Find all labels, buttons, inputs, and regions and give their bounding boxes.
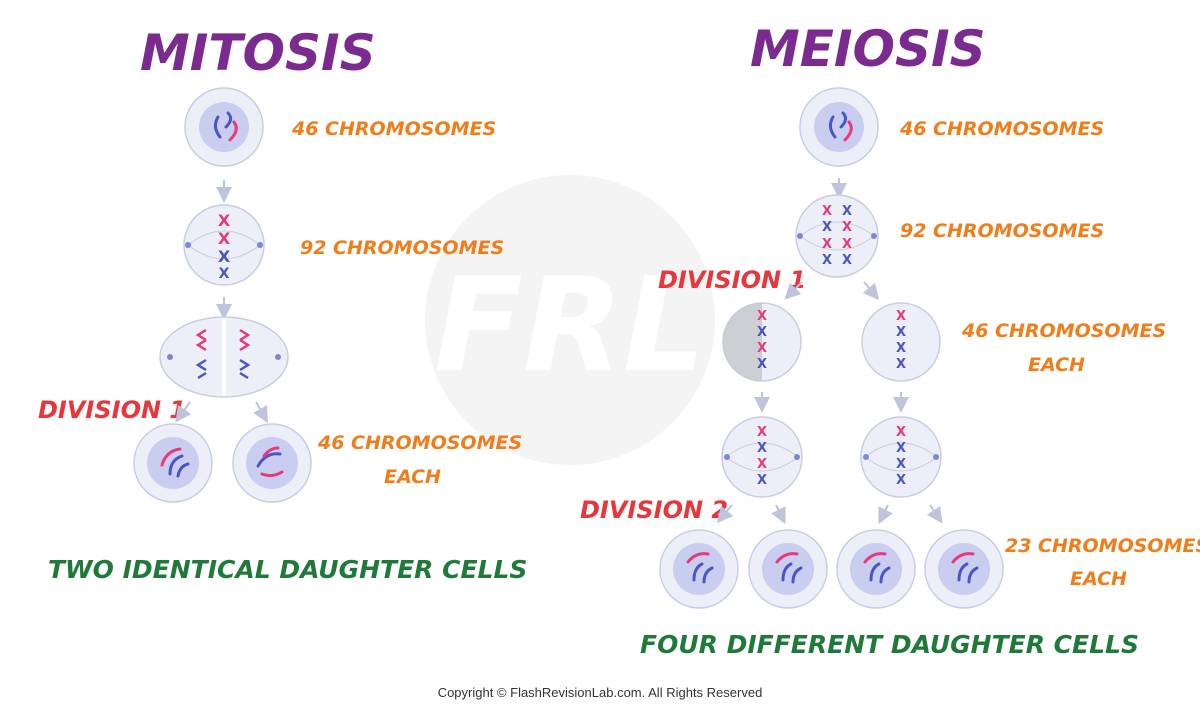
svg-text:X: X xyxy=(822,204,832,219)
svg-text:X: X xyxy=(896,473,906,488)
svg-text:X: X xyxy=(896,457,906,472)
svg-text:X: X xyxy=(896,309,906,324)
meiosis-label-each-2: EACH xyxy=(1028,354,1085,376)
svg-text:X: X xyxy=(757,457,767,472)
svg-text:X: X xyxy=(757,425,767,440)
meiosis-arrow-4d xyxy=(926,504,943,524)
meiosis-daughter-cell-4 xyxy=(924,529,1004,609)
svg-text:X: X xyxy=(896,325,906,340)
meiosis-title: MEIOSIS xyxy=(750,20,986,78)
svg-text:X: X xyxy=(757,473,767,488)
svg-text:X: X xyxy=(842,220,852,235)
meiosis-arrow-4c xyxy=(878,504,893,525)
meiosis-division-1: DIVISION 1 xyxy=(658,266,806,294)
mitosis-title: MITOSIS xyxy=(140,24,376,82)
mitosis-arrow-3b xyxy=(253,401,268,423)
svg-text:X: X xyxy=(896,441,906,456)
meiosis-label-92: 92 CHROMOSOMES xyxy=(900,220,1104,242)
svg-text:X: X xyxy=(757,357,767,372)
meiosis-division-2: DIVISION 2 xyxy=(580,496,728,524)
svg-text:X: X xyxy=(842,204,852,219)
watermark-logo: FRL xyxy=(425,175,715,465)
mitosis-result: TWO IDENTICAL DAUGHTER CELLS xyxy=(48,555,527,584)
mitosis-division-1: DIVISION 1 xyxy=(38,396,186,424)
meiosis-label-23-1: 23 CHROMOSOMES xyxy=(1005,535,1200,557)
meiosis-division2-cell-left: X X X X xyxy=(721,416,803,498)
svg-text:X: X xyxy=(219,266,230,282)
svg-text:X: X xyxy=(822,237,832,252)
meiosis-daughter-cell-2 xyxy=(748,529,828,609)
mitosis-label-each-1: 46 CHROMOSOMES xyxy=(317,432,522,454)
meiosis-metaphase-cell: X X X X X X X X xyxy=(795,194,879,278)
mitosis-daughter-cell-2 xyxy=(232,423,312,503)
copyright-text: Copyright © FlashRevisionLab.com. All Ri… xyxy=(438,685,763,700)
meiosis-label-each-1: 46 CHROMOSOMES xyxy=(961,320,1166,342)
meiosis-arrow-4b xyxy=(771,504,786,525)
meiosis-label-46: 46 CHROMOSOMES xyxy=(899,118,1104,140)
svg-text:X: X xyxy=(896,425,906,440)
svg-text:X: X xyxy=(822,220,832,235)
mitosis-parent-cell xyxy=(184,87,264,167)
meiosis-arrow-2a xyxy=(784,281,803,300)
meiosis-daughter-cell-1 xyxy=(659,529,739,609)
svg-text:X: X xyxy=(842,253,852,268)
svg-text:X: X xyxy=(757,325,767,340)
svg-text:X: X xyxy=(896,357,906,372)
meiosis-label-23-2: EACH xyxy=(1070,568,1127,590)
svg-text:X: X xyxy=(757,341,767,356)
meiosis-division1-cell-left: X X X X xyxy=(722,302,802,382)
mitosis-label-each-2: EACH xyxy=(384,466,441,488)
svg-text:X: X xyxy=(218,229,231,248)
mitosis-daughter-cell-1 xyxy=(133,423,213,503)
svg-text:X: X xyxy=(757,309,767,324)
svg-text:X: X xyxy=(218,211,231,230)
mitosis-arrow-3a xyxy=(175,401,192,423)
mitosis-metaphase-cell: X X X X xyxy=(183,204,265,286)
svg-text:X: X xyxy=(822,253,832,268)
svg-text:X: X xyxy=(842,237,852,252)
meiosis-parent-cell xyxy=(799,87,879,167)
mitosis-label-46: 46 CHROMOSOMES xyxy=(291,118,496,140)
meiosis-division1-cell-right: X X X X xyxy=(861,302,941,382)
mitosis-anaphase-cell xyxy=(159,316,289,398)
svg-text:X: X xyxy=(896,341,906,356)
meiosis-arrow-4a xyxy=(716,504,734,524)
meiosis-arrow-2b xyxy=(862,281,880,301)
svg-text:X: X xyxy=(218,247,231,266)
mitosis-label-92: 92 CHROMOSOMES xyxy=(300,237,504,259)
svg-text:X: X xyxy=(757,441,767,456)
meiosis-daughter-cell-3 xyxy=(836,529,916,609)
meiosis-division2-cell-right: X X X X xyxy=(860,416,942,498)
watermark-text: FRL xyxy=(434,249,706,401)
meiosis-result: FOUR DIFFERENT DAUGHTER CELLS xyxy=(640,630,1139,659)
